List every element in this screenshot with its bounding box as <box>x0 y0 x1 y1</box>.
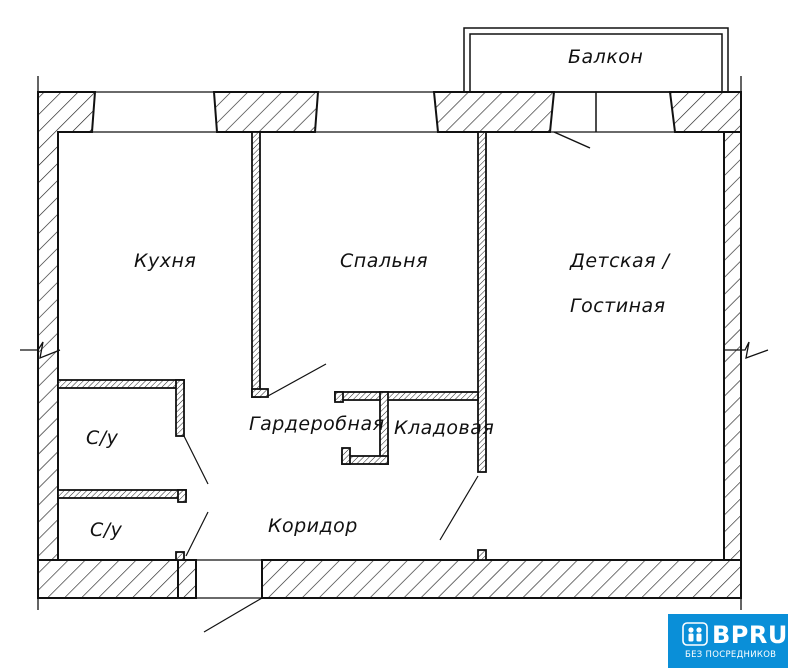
bedroom-label: Спальня <box>340 250 428 272</box>
logo-title: BPRU <box>712 621 788 649</box>
door-lines <box>183 363 479 633</box>
living-label-line2: Гостиная <box>570 295 666 317</box>
corridor-label: Коридор <box>268 515 358 537</box>
logo-subtitle: БЕЗ ПОСРЕДНИКОВ <box>685 650 777 660</box>
bpru-logo[interactable]: BPRU БЕЗ ПОСРЕДНИКОВ <box>668 614 788 668</box>
balcony-label: Балкон <box>568 46 643 68</box>
exterior-walls <box>37 91 742 599</box>
bathroom1-label: С/у <box>86 427 119 449</box>
balcony <box>463 27 729 149</box>
storage-label: Кладовая <box>394 417 494 439</box>
bathroom2-label: С/у <box>90 519 123 541</box>
interior-walls <box>57 131 487 561</box>
living-label-line1: Детская / <box>569 250 672 272</box>
kitchen-label: Кухня <box>134 250 196 272</box>
people-icon <box>682 622 708 646</box>
wardrobe-label: Гардеробная <box>249 413 385 435</box>
